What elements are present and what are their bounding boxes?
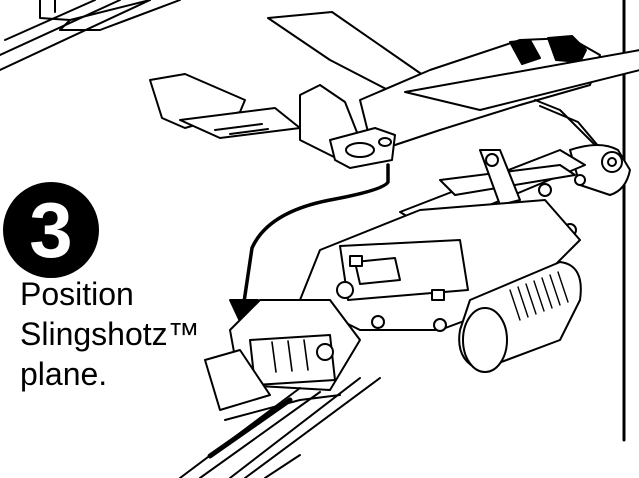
- step-caption: Position Slingshotz™ plane.: [20, 274, 200, 394]
- caption-line-2: Slingshotz™: [20, 316, 200, 352]
- step-number-badge: 3: [3, 182, 99, 278]
- rail-icon: [179, 377, 381, 478]
- caption-line-3: plane.: [20, 356, 108, 392]
- previous-step-fragment: [0, 0, 181, 71]
- caption-line-1: Position: [20, 276, 134, 312]
- launcher-icon: [204, 144, 631, 411]
- plane-icon: [149, 11, 639, 169]
